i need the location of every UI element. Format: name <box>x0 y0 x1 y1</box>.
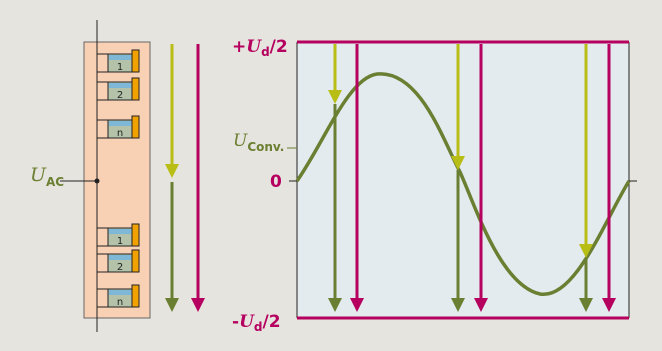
submodule-capacitor <box>109 229 131 234</box>
zero-label: 0 <box>270 172 282 192</box>
submodule-label: 2 <box>117 90 123 101</box>
magenta-arrow-head <box>350 298 364 312</box>
green-arrow-head <box>451 298 465 312</box>
ac-junction-dot <box>94 178 100 184</box>
submodule-switch <box>131 49 140 73</box>
yellow-arrow-head <box>579 244 593 258</box>
submodule-capacitor <box>109 121 131 126</box>
submodule-label: 1 <box>117 62 123 73</box>
submodule-capacitor <box>109 55 131 60</box>
submodule-switch <box>131 249 140 273</box>
yellow-arrow-head <box>451 156 465 170</box>
bottom-rail-label: -Ud/2 <box>232 312 281 334</box>
green-arrow-head <box>165 298 179 312</box>
green-arrow-head <box>579 298 593 312</box>
converter-voltage-waveform <box>295 72 631 296</box>
submodule-label: n <box>117 297 123 308</box>
top-rail-label: +Ud/2 <box>232 37 288 59</box>
submodule-label: n <box>117 128 123 139</box>
lower-arm-modules: 1 2 n <box>97 223 140 308</box>
yellow-arrow-head <box>328 90 342 104</box>
submodule-switch <box>131 223 140 247</box>
submodule-capacitor <box>109 255 131 260</box>
upper-arm-modules: 1 2 n <box>97 49 140 139</box>
submodule-label: 1 <box>117 236 123 247</box>
submodule-capacitor <box>109 290 131 295</box>
magenta-arrow-head <box>602 298 616 312</box>
submodule-switch <box>131 284 140 308</box>
u-conv-label: UConv. <box>233 131 284 154</box>
magenta-arrow-head <box>191 298 205 312</box>
arm-voltage-arrows <box>165 44 205 312</box>
submodule-switch <box>131 115 140 139</box>
plot-arrows <box>328 44 616 312</box>
submodule-capacitor <box>109 83 131 88</box>
submodule-label: 2 <box>117 262 123 273</box>
u-ac-label: UAC <box>30 164 64 189</box>
green-arrow-head <box>328 298 342 312</box>
yellow-arrow-head <box>165 164 179 178</box>
submodule-switch <box>131 77 140 101</box>
magenta-arrow-head <box>474 298 488 312</box>
